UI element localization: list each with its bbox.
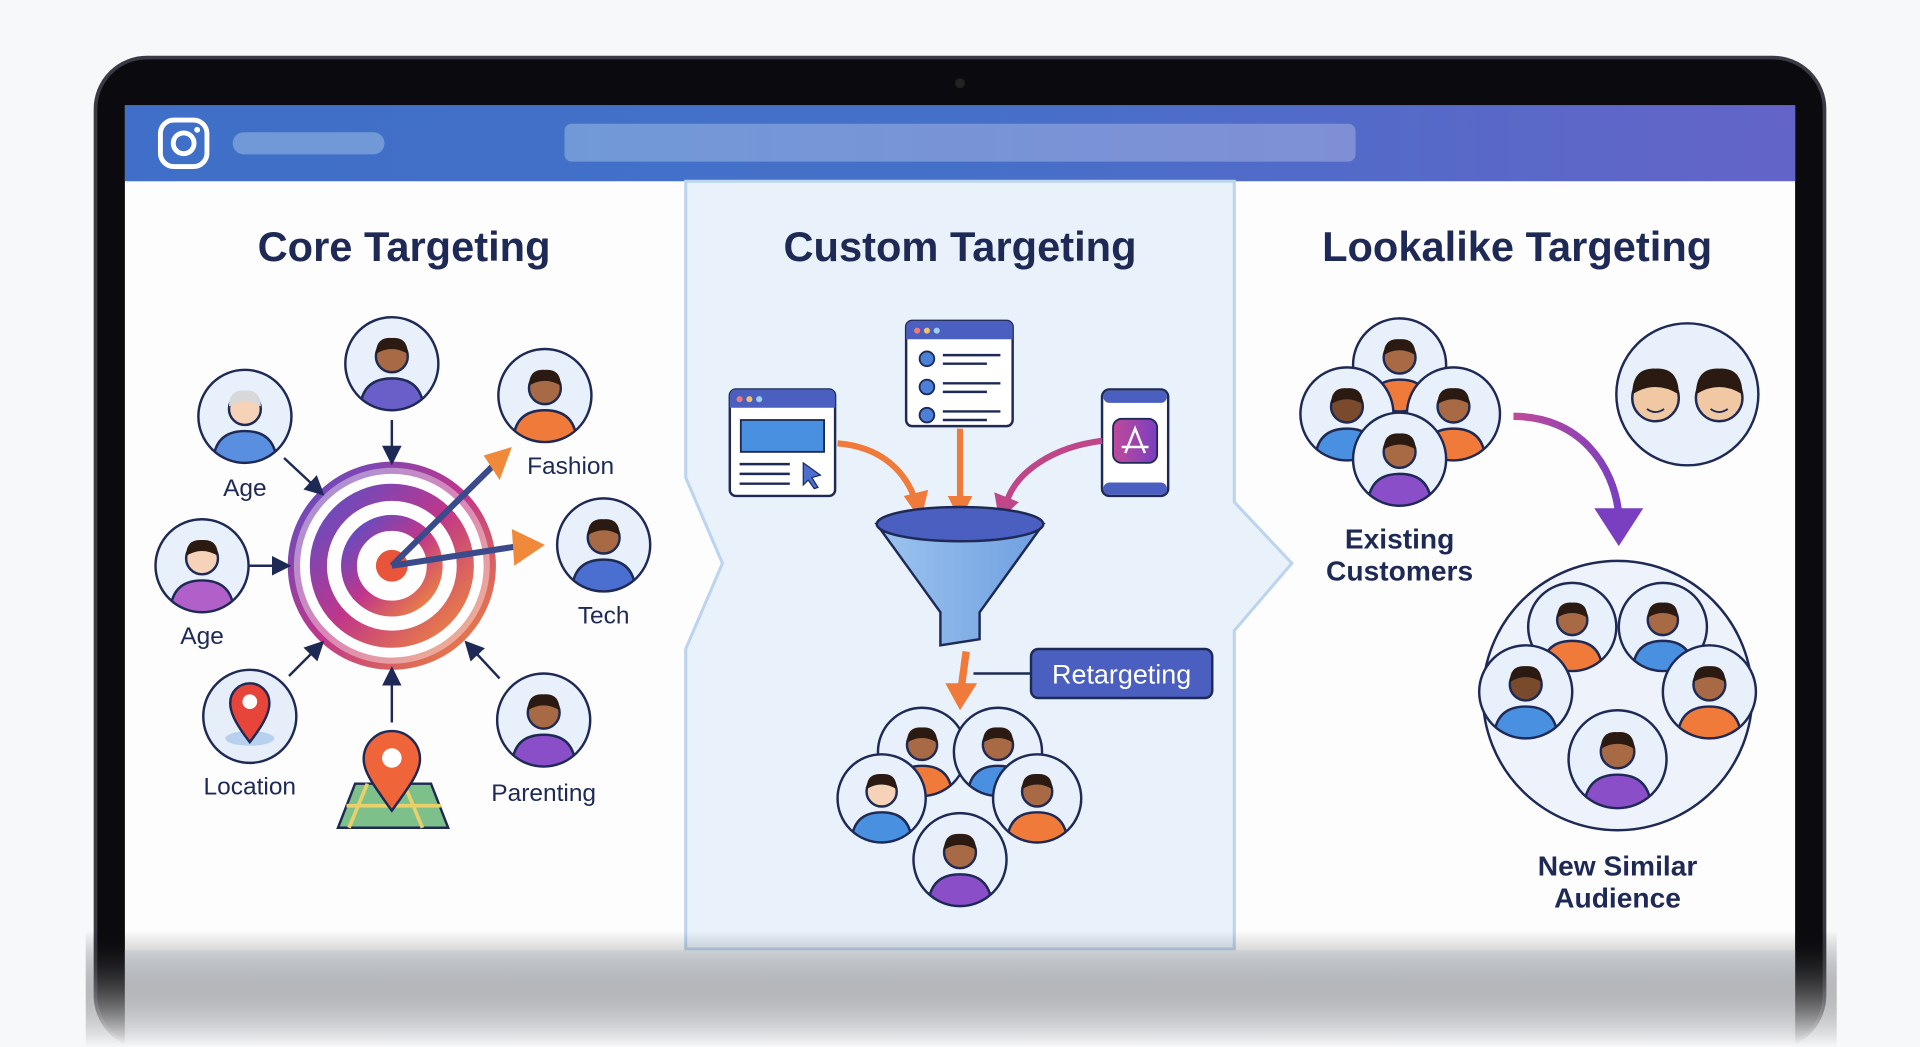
- label-tech: Tech: [578, 602, 630, 629]
- arrow-5: [464, 640, 501, 680]
- custom-audience-avatar: [991, 753, 1083, 844]
- new-audience-avatar: [1526, 581, 1618, 673]
- new-audience-avatar: [1567, 709, 1668, 810]
- similar-pair-icon: [1615, 322, 1760, 467]
- website-window-icon: [728, 388, 837, 498]
- list-window-icon: [904, 319, 1014, 428]
- existing-customers-line1: Existing: [1345, 524, 1455, 555]
- custom-audience-avatar: [836, 753, 927, 844]
- avatar-age-senior: [197, 368, 293, 465]
- avatars-group: [154, 315, 1083, 908]
- custom-title: Custom Targeting: [783, 223, 1136, 270]
- custom-audience-avatar: [912, 811, 1008, 908]
- arrow-0: [283, 457, 325, 496]
- location-pin-icon: [202, 668, 298, 765]
- new-audience-line1: New Similar: [1538, 851, 1698, 882]
- core-title: Core Targeting: [258, 223, 551, 270]
- existing-customer-avatar: [1351, 411, 1448, 507]
- label-age-1: Age: [223, 475, 267, 502]
- address-bar[interactable]: [564, 123, 1356, 162]
- tab-pill[interactable]: [232, 132, 385, 155]
- lookalike-title: Lookalike Targeting: [1322, 223, 1712, 270]
- label-fashion: Fashion: [527, 453, 614, 480]
- bottom-fade: [85, 930, 1837, 1047]
- new-audience-avatar: [1661, 644, 1758, 740]
- funnel-icon: [874, 505, 1046, 647]
- label-age-2: Age: [180, 623, 224, 650]
- retargeting-arrow: [945, 650, 1033, 711]
- map-pin-icon: [336, 729, 450, 830]
- arrow-3: [288, 640, 325, 677]
- new-audience-line2: Audience: [1554, 882, 1681, 913]
- existing-customers-line2: Customers: [1326, 555, 1473, 586]
- retargeting-button[interactable]: Retargeting: [1029, 647, 1214, 700]
- webcam: [955, 78, 965, 89]
- avatar-fashion: [497, 347, 593, 444]
- mobile-app-icon: [1100, 388, 1170, 498]
- avatar-parenting: [495, 672, 592, 768]
- new-audience-avatar: [1477, 644, 1574, 740]
- label-parenting: Parenting: [491, 780, 596, 807]
- lookalike-avatars-group: [1299, 317, 1760, 810]
- lookalike-arrow: [1513, 412, 1644, 547]
- avatar-age-young: [154, 517, 250, 614]
- target-icon: [287, 446, 545, 670]
- label-location: Location: [204, 774, 297, 801]
- avatar-tech: [555, 497, 652, 593]
- retargeting-label: Retargeting: [1052, 659, 1191, 689]
- instagram-icon[interactable]: [157, 117, 210, 170]
- avatar-person: [344, 315, 440, 412]
